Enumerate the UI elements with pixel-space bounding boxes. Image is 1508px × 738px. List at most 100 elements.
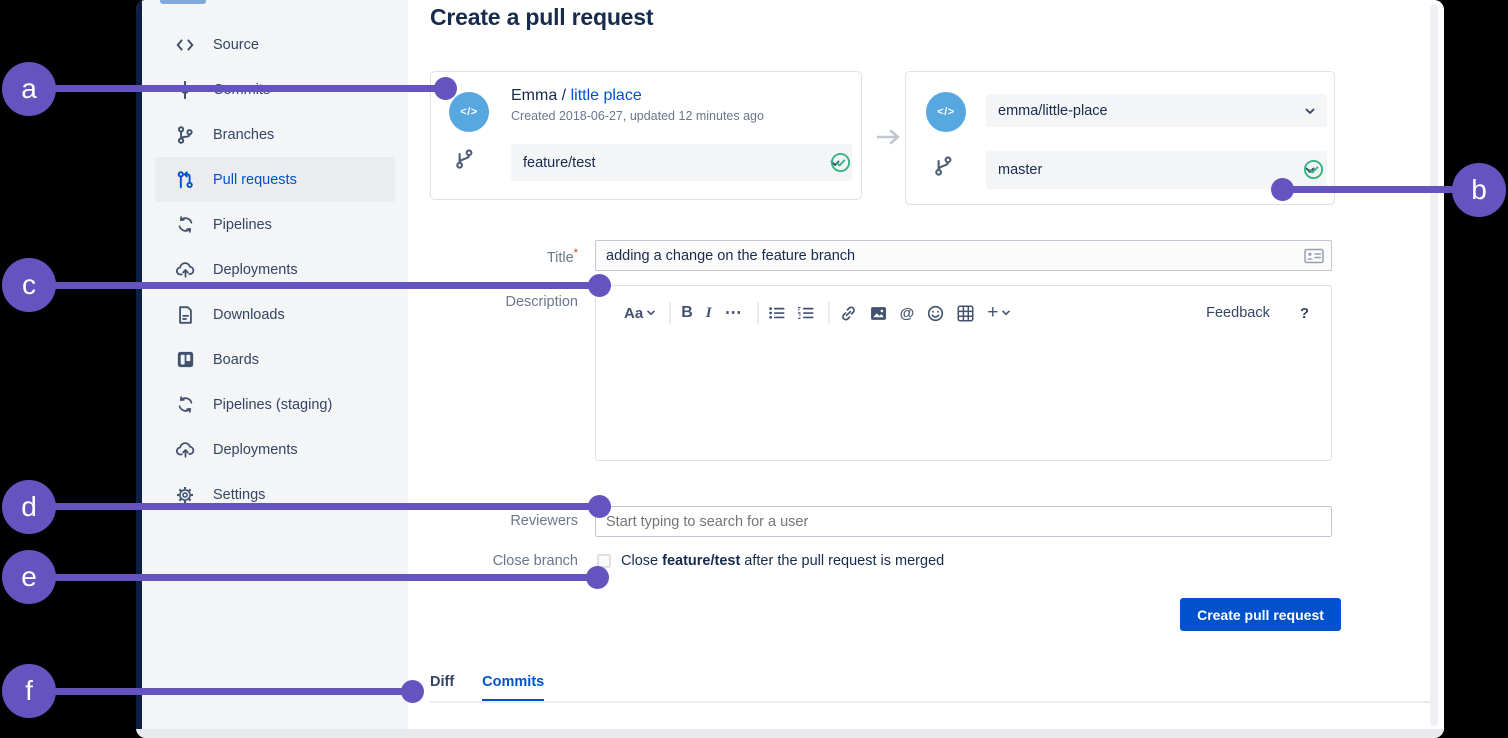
sidebar-item-label: Pull requests xyxy=(213,171,297,188)
annotation-line-e xyxy=(29,574,598,581)
toolbar-separator xyxy=(827,302,830,324)
mention-icon[interactable]: @ xyxy=(899,304,915,322)
toolbar-separator xyxy=(756,302,759,324)
reviewers-input[interactable] xyxy=(595,506,1332,537)
annotation-marker-c: c xyxy=(2,258,56,312)
global-nav-edge xyxy=(136,0,142,738)
bottom-strip xyxy=(136,729,1444,738)
sidebar: Source Commits Branches Pull requests xyxy=(142,0,408,738)
check-circle-icon xyxy=(1303,159,1324,185)
reviewers-label: Reviewers xyxy=(510,513,578,529)
sidebar-item-label: Deployments xyxy=(213,261,298,278)
source-branch-card: </> Emma / little place Created 2018-06-… xyxy=(430,71,862,200)
close-branch-label: Close branch xyxy=(492,553,578,569)
source-repo-heading: Emma / little place Created 2018-06-27, … xyxy=(511,86,764,125)
sidebar-item-label: Pipelines (staging) xyxy=(213,396,333,413)
bullet-list-icon[interactable] xyxy=(768,306,785,320)
link-icon[interactable] xyxy=(840,305,857,322)
sidebar-item-label: Deployments xyxy=(213,441,298,458)
help-button[interactable]: ? xyxy=(1299,304,1309,322)
document-icon xyxy=(173,305,197,324)
required-asterisk: * xyxy=(573,247,578,259)
destination-repo-select[interactable]: emma/little-place xyxy=(986,94,1327,127)
branch-icon xyxy=(173,125,197,144)
sidebar-item-label: Settings xyxy=(213,486,266,503)
annotation-line-f xyxy=(29,688,413,695)
annotation-line-b xyxy=(1283,186,1455,193)
page-title: Create a pull request xyxy=(430,4,654,30)
pr-tabs: Diff Commits xyxy=(430,674,545,702)
sidebar-item-label: Downloads xyxy=(213,306,285,323)
annotation-marker-b: b xyxy=(1452,163,1506,217)
emoji-icon[interactable] xyxy=(927,305,944,322)
annotation-line-d xyxy=(29,503,600,510)
repo-avatar: </> xyxy=(449,92,489,132)
annotation-dot-e xyxy=(586,566,609,589)
text-style-button[interactable]: Aa xyxy=(624,305,655,322)
sidebar-item-settings[interactable]: Settings xyxy=(155,472,395,517)
feedback-link[interactable]: Feedback xyxy=(1206,305,1270,321)
more-formatting-button[interactable]: ⋯ xyxy=(724,303,743,322)
title-input[interactable] xyxy=(595,240,1332,271)
annotation-dot-b xyxy=(1271,178,1294,201)
tabs-divider xyxy=(430,701,1432,703)
destination-repo-value: emma/little-place xyxy=(998,102,1108,119)
table-icon[interactable] xyxy=(957,305,974,322)
pipelines-icon xyxy=(173,216,197,233)
repo-link[interactable]: little place xyxy=(570,87,642,104)
toolbar-right: Feedback ? xyxy=(1206,305,1309,322)
sidebar-item-pipelines[interactable]: Pipelines xyxy=(155,202,395,247)
check-circle-icon xyxy=(830,152,851,178)
sidebar-item-pipelines-staging[interactable]: Pipelines (staging) xyxy=(155,382,395,427)
cloud-upload-icon xyxy=(173,441,197,458)
scrollbar[interactable] xyxy=(1430,4,1438,726)
main-content: Create a pull request </> Emma / little … xyxy=(408,0,1444,738)
close-branch-checkbox[interactable] xyxy=(597,554,611,568)
bold-button[interactable]: B xyxy=(681,304,693,321)
repo-owner: Emma / xyxy=(511,87,567,104)
arrow-right-icon xyxy=(875,128,903,151)
board-icon xyxy=(173,351,197,368)
sidebar-item-source[interactable]: Source xyxy=(155,22,395,67)
sidebar-item-deployments-2[interactable]: Deployments xyxy=(155,427,395,472)
sidebar-item-deployments[interactable]: Deployments xyxy=(155,247,395,292)
branch-icon xyxy=(455,149,473,174)
numbered-list-icon[interactable] xyxy=(797,306,814,320)
annotation-dot-c xyxy=(588,274,611,297)
tab-commits[interactable]: Commits xyxy=(482,674,545,702)
annotation-marker-e: e xyxy=(2,550,56,604)
description-editor[interactable]: Aa B I ⋯ xyxy=(595,285,1332,461)
annotation-marker-f: f xyxy=(2,664,56,718)
annotation-marker-a: a xyxy=(2,62,56,116)
annotation-dot-f xyxy=(401,680,424,703)
sidebar-nav: Source Commits Branches Pull requests xyxy=(155,22,395,517)
sidebar-item-label: Pipelines xyxy=(213,216,272,233)
pull-request-icon xyxy=(173,170,197,189)
annotation-dot-d xyxy=(588,495,611,518)
toolbar-separator xyxy=(669,302,672,324)
source-branch-select[interactable]: feature/test xyxy=(511,144,852,181)
italic-button[interactable]: I xyxy=(705,304,712,321)
repo-avatar: </> xyxy=(926,92,966,132)
close-branch-name: feature/test xyxy=(662,553,741,569)
destination-branch-card: </> emma/little-place master xyxy=(905,71,1335,205)
chevron-down-icon xyxy=(1305,103,1315,119)
tab-diff[interactable]: Diff xyxy=(430,674,455,690)
sidebar-item-pull-requests[interactable]: Pull requests xyxy=(155,157,395,202)
gear-icon xyxy=(173,486,197,504)
sidebar-item-boards[interactable]: Boards xyxy=(155,337,395,382)
sidebar-item-downloads[interactable]: Downloads xyxy=(155,292,395,337)
image-icon[interactable] xyxy=(870,305,887,322)
sidebar-item-label: Boards xyxy=(213,351,259,368)
pipelines-icon xyxy=(173,396,197,413)
sidebar-item-branches[interactable]: Branches xyxy=(155,112,395,157)
destination-branch-select[interactable]: master xyxy=(986,151,1327,189)
repo-meta: Created 2018-06-27, updated 12 minutes a… xyxy=(511,109,764,123)
create-pull-request-button[interactable]: Create pull request xyxy=(1180,598,1341,631)
chevron-down-icon xyxy=(1305,162,1315,178)
app-window: Source Commits Branches Pull requests xyxy=(136,0,1444,738)
annotation-line-c xyxy=(29,282,600,289)
annotation-dot-a xyxy=(434,77,457,100)
branch-icon xyxy=(934,156,952,181)
insert-plus-button[interactable]: + xyxy=(987,302,1011,324)
